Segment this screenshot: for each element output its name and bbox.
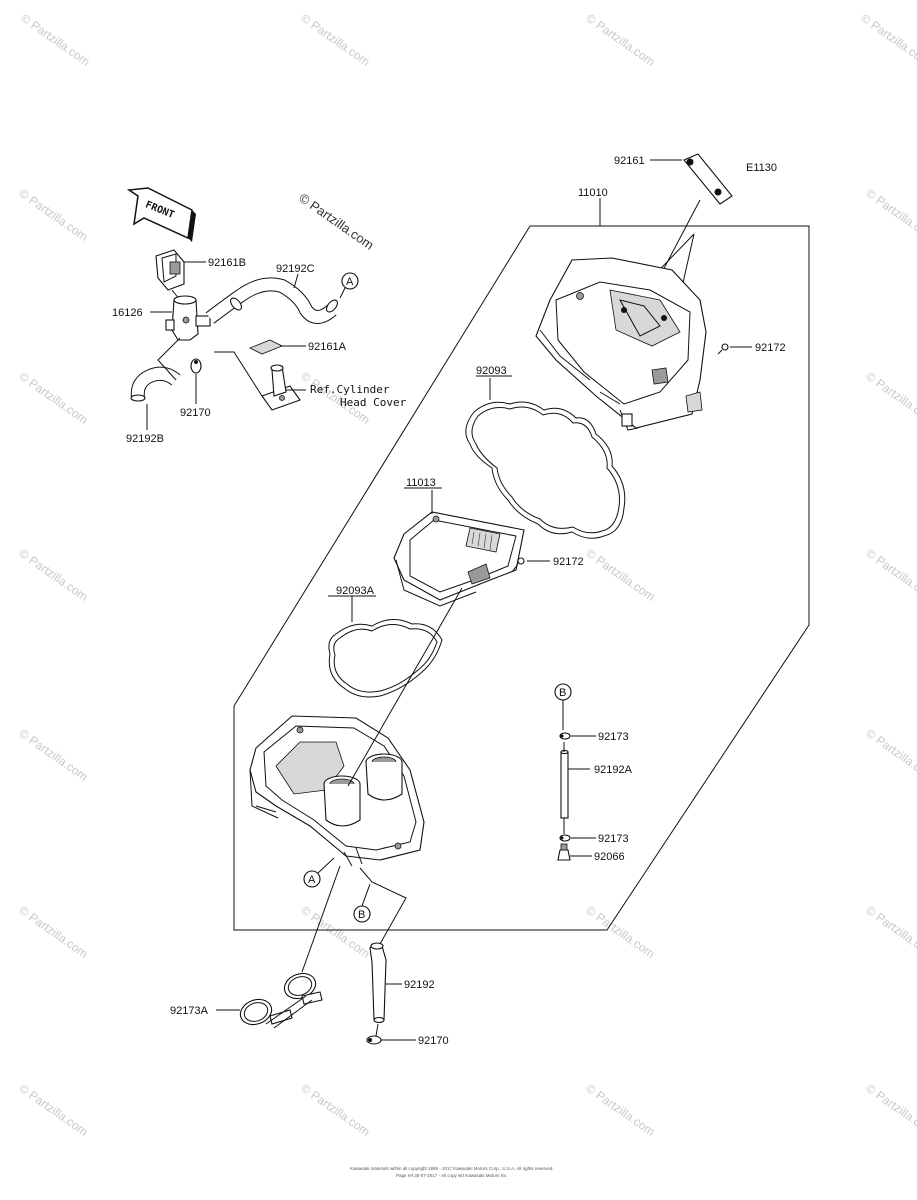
leader-marker-a bbox=[317, 857, 335, 874]
part-92170-clip-top bbox=[190, 358, 202, 374]
marker-a-top-label: A bbox=[346, 276, 354, 288]
watermark: © Partzilla.com bbox=[16, 369, 90, 427]
part-92173a-clamps bbox=[239, 972, 323, 1029]
part-92192b-hose bbox=[130, 366, 181, 402]
label-16126: 16126 bbox=[112, 307, 143, 319]
label-92093: 92093 bbox=[476, 365, 507, 377]
watermark: © Partzilla.com bbox=[583, 546, 657, 604]
leader-marker-b bbox=[359, 867, 407, 945]
reference-note-line1: Ref.Cylinder bbox=[310, 383, 390, 396]
leader-clamp-to-case bbox=[301, 865, 341, 973]
watermark: © Partzilla.com bbox=[16, 546, 90, 604]
label-92161: 92161 bbox=[614, 155, 645, 167]
marker-b-case-label: B bbox=[358, 909, 365, 921]
label-92170-top: 92170 bbox=[180, 407, 211, 419]
watermark: © Partzilla.com bbox=[863, 726, 917, 784]
watermark: © Partzilla.com bbox=[583, 1081, 657, 1139]
watermark: © Partzilla.com bbox=[16, 1081, 90, 1139]
part-92172-screw-top bbox=[717, 343, 729, 355]
watermark: © Partzilla.com bbox=[863, 369, 917, 427]
marker-a-case bbox=[303, 870, 321, 888]
leader-fitting bbox=[214, 351, 263, 397]
label-92192c: 92192C bbox=[276, 263, 315, 275]
part-92161b-bracket bbox=[155, 249, 185, 291]
watermark: © Partzilla.com bbox=[583, 903, 657, 961]
leader-filter-to-case bbox=[347, 587, 463, 787]
watermark: © Partzilla.com bbox=[298, 1081, 372, 1139]
watermark: © Partzilla.com bbox=[16, 186, 90, 244]
label-92173a: 92173A bbox=[170, 1005, 209, 1017]
part-92192a-tube bbox=[560, 749, 569, 819]
watermark: © Partzilla.com bbox=[863, 1081, 917, 1139]
leader-marker-b2 bbox=[361, 883, 371, 907]
watermark: © Partzilla.com bbox=[583, 11, 657, 69]
part-92173-clip-top bbox=[559, 732, 571, 740]
label-92170-bottom: 92170 bbox=[418, 1035, 449, 1047]
assembly-outline bbox=[233, 225, 810, 931]
leader-valve-hose bbox=[157, 337, 181, 381]
label-92173-bottom: 92173 bbox=[598, 833, 629, 845]
label-11013: 11013 bbox=[406, 477, 436, 489]
leader-hose-marker-a bbox=[339, 285, 347, 299]
watermark: © Partzilla.com bbox=[18, 11, 92, 69]
part-92161a-pad bbox=[249, 339, 283, 355]
watermark: © Partzilla.com bbox=[858, 11, 917, 69]
part-92172-screw-mid bbox=[511, 557, 525, 573]
watermark: © Partzilla.com bbox=[863, 186, 917, 244]
watermark: © Partzilla.com bbox=[16, 726, 90, 784]
leader-92161-to-cover bbox=[659, 199, 701, 277]
leader-92192c bbox=[293, 273, 299, 289]
marker-a-case-label: A bbox=[308, 874, 316, 886]
diagram-code: E1130 bbox=[746, 162, 777, 174]
part-92066-plug bbox=[557, 843, 571, 861]
part-92192-hose bbox=[369, 942, 387, 1024]
leader-hose-clip bbox=[375, 1023, 379, 1037]
part-11013-filter bbox=[393, 511, 525, 607]
label-92192a: 92192A bbox=[594, 764, 633, 776]
part-92192c-hose bbox=[205, 277, 338, 324]
copyright-watermark: © Partzilla.com bbox=[296, 190, 376, 253]
part-92093a-gasket bbox=[328, 619, 443, 698]
watermark: © Partzilla.com bbox=[863, 546, 917, 604]
part-lower-case bbox=[249, 715, 425, 867]
label-92066: 92066 bbox=[594, 851, 625, 863]
footer-line1: Kawasaki materials within all copyright … bbox=[350, 1166, 554, 1171]
part-16126-valve bbox=[165, 295, 211, 341]
marker-b-side-label: B bbox=[559, 687, 566, 699]
label-92172-top: 92172 bbox=[755, 342, 786, 354]
watermark: © Partzilla.com bbox=[863, 903, 917, 961]
label-11010: 11010 bbox=[578, 187, 608, 199]
watermark: © Partzilla.com bbox=[298, 11, 372, 69]
part-92093-gasket bbox=[465, 401, 626, 539]
label-92192b: 92192B bbox=[126, 433, 164, 445]
label-92161b: 92161B bbox=[208, 257, 246, 269]
part-92173-clip-bottom bbox=[559, 834, 571, 842]
marker-a-top bbox=[341, 272, 359, 290]
footer-line2: Page ref 30-07-2017 - All copy wrt Kawas… bbox=[396, 1173, 508, 1178]
part-11010-upper-cover bbox=[535, 257, 707, 431]
label-92161a: 92161A bbox=[308, 341, 347, 353]
part-92170-clip-bottom bbox=[366, 1035, 382, 1045]
reference-note-line2: Head Cover bbox=[340, 396, 407, 409]
front-arrow-icon: FRONT bbox=[126, 187, 196, 242]
part-cylinder-head-fitting bbox=[261, 364, 301, 411]
label-92093a: 92093A bbox=[336, 585, 375, 597]
label-92173-top: 92173 bbox=[598, 731, 629, 743]
label-92172-mid: 92172 bbox=[553, 556, 584, 568]
label-92192: 92192 bbox=[404, 979, 435, 991]
part-92161-pad bbox=[683, 153, 733, 205]
watermark: © Partzilla.com bbox=[16, 903, 90, 961]
